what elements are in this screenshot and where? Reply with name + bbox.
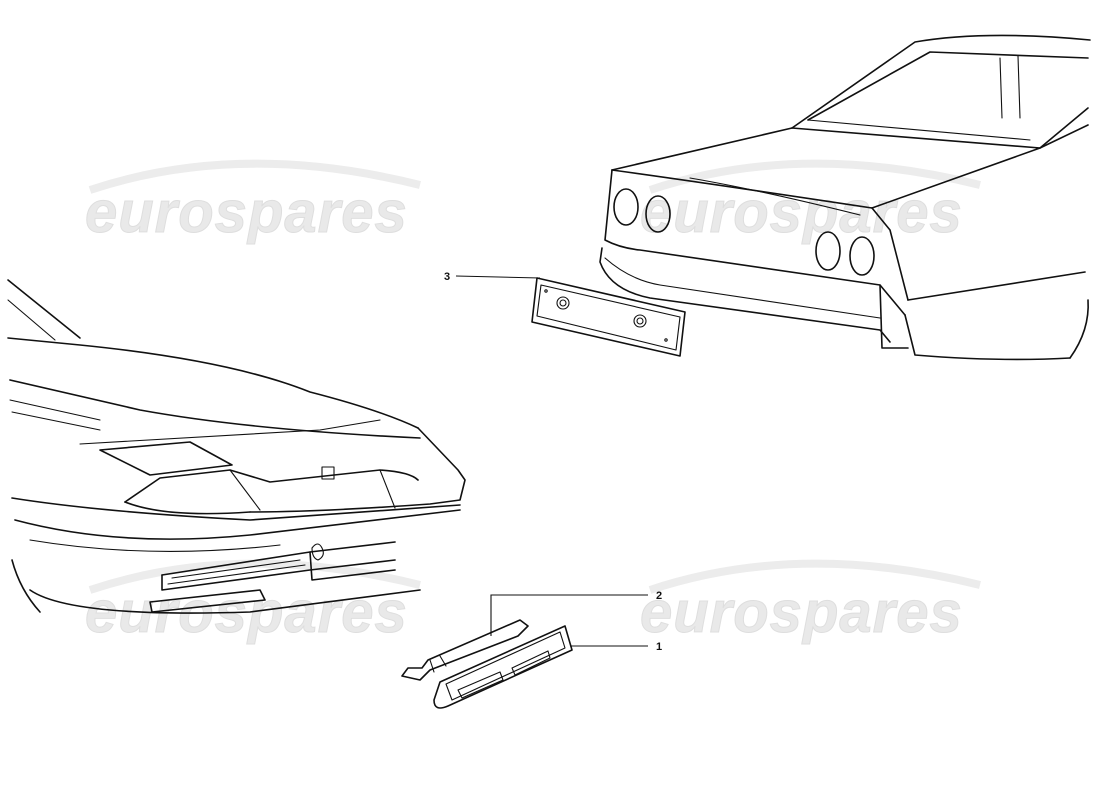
- taillight-left-outer: [613, 188, 639, 226]
- callout-label-1: 1: [656, 641, 662, 653]
- hood-emblem: [321, 466, 335, 480]
- car-rear-outline: [599, 34, 1091, 361]
- taillight-left-inner: [645, 195, 671, 233]
- taillight-right-outer: [849, 236, 875, 276]
- car-front-outline: [7, 279, 466, 614]
- leader-line-3: [455, 275, 541, 279]
- watermark-bottom-right: eurospares: [640, 580, 963, 645]
- watermark-top-left: eurospares: [85, 180, 408, 245]
- taillight-right-inner: [815, 231, 841, 271]
- watermark-top-right: eurospares: [640, 180, 963, 245]
- leader-lines: [455, 275, 648, 647]
- front-horse-emblem: [311, 543, 324, 561]
- part-2-bracket: [401, 619, 529, 681]
- callout-label-2: 2: [656, 590, 662, 602]
- watermark-swoosh-top-left: [88, 159, 421, 194]
- watermark-swoosh-bottom-right: [648, 559, 981, 594]
- leader-line-2: [490, 594, 648, 636]
- watermark-swoosh-bottom-left: [88, 559, 421, 594]
- part-1-front-plate-holder: [433, 625, 573, 709]
- callout-label-3: 3: [444, 271, 450, 283]
- watermark-group: eurospares eurospares eurospares eurospa…: [85, 159, 981, 646]
- part-3-rear-plate-holder: [531, 277, 686, 357]
